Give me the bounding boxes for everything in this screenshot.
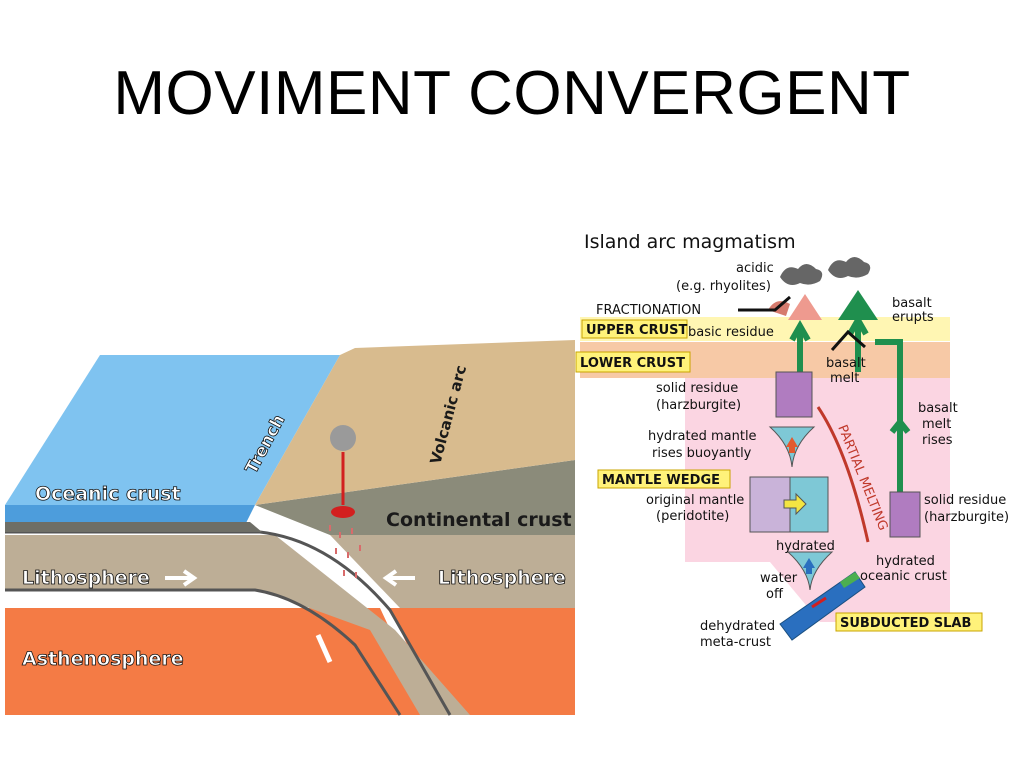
basic-residue-label: basic residue	[688, 325, 774, 340]
upper-crust-box	[581, 319, 688, 339]
basalt-volcano-icon	[838, 290, 878, 320]
hydrated-oceanic-label-1: hydrated	[876, 554, 935, 569]
mantle-wedge-box	[597, 469, 731, 489]
magma-chamber	[331, 506, 355, 518]
arrow-down-icon	[315, 633, 333, 664]
basalt-rises-label-1: basalt	[918, 401, 958, 416]
rhyolites-label: (e.g. rhyolites)	[676, 279, 771, 294]
lower-crust-box	[575, 351, 691, 373]
fractionation-label: FRACTIONATION	[596, 303, 701, 318]
lithosphere-left-label: Lithosphere	[22, 567, 150, 589]
basalt-rise-arrow-right	[875, 339, 911, 492]
partial-melting-curve	[816, 406, 870, 543]
orange-up-arrow-icon	[786, 437, 798, 453]
hydrated-label: hydrated	[776, 539, 835, 554]
solid-residue-right-box	[889, 491, 921, 538]
solid-residue-right-label-1: solid residue	[924, 493, 1006, 508]
diagram-title: Island arc magmatism	[584, 231, 796, 253]
continental-crust-label: Continental crust	[386, 509, 572, 531]
basalt-rise-arrow-left	[789, 319, 811, 372]
lithosphere-right-label: Lithosphere	[438, 567, 566, 589]
oceanic-crust-band	[5, 522, 262, 532]
volcano-ash-cloud	[330, 425, 356, 451]
basalt-erupts-label-1: basalt	[892, 296, 932, 311]
water-off-label-1: water	[760, 571, 798, 586]
basalt-rises-label-2: melt	[922, 417, 951, 432]
solid-residue-left-label-1: solid residue	[656, 381, 738, 396]
solid-residue-left-label-2: (harzburgite)	[656, 398, 741, 413]
basalt-erupts-label-2: erupts	[892, 310, 934, 325]
ash-cloud-right-icon	[828, 257, 871, 278]
basalt-melt-label-2: melt	[830, 371, 859, 386]
original-mantle-box-right	[789, 476, 829, 533]
lava-flow-icon	[768, 301, 790, 316]
asthenosphere-label: Asthenosphere	[22, 648, 184, 670]
water-off-label-2: off	[766, 587, 784, 602]
subducted-slab-band	[779, 571, 866, 641]
arrow-left-icon	[382, 569, 415, 587]
solid-residue-right-label-2: (harzburgite)	[924, 510, 1009, 525]
oceanic-crust-label: Oceanic crust	[35, 483, 181, 505]
slab-top-edge	[5, 530, 452, 716]
ash-cloud-left-icon	[780, 264, 823, 285]
magma-droplets	[329, 525, 361, 578]
hydrated-mantle-label-2: rises buoyantly	[652, 446, 752, 461]
melt-arrow-icon	[830, 329, 866, 351]
slide-title: MOVIMENT CONVERGENT	[113, 59, 911, 128]
acidic-volcano-icon	[788, 294, 822, 320]
hydrated-mantle-label-1: hydrated mantle	[648, 429, 757, 444]
basalt-rise-arrow-center	[847, 313, 869, 372]
original-mantle-box-left	[749, 476, 791, 533]
continent-top	[255, 340, 575, 505]
upper-crust-label: UPPER CRUST	[586, 323, 687, 338]
slab-top-green	[840, 572, 860, 588]
basalt-melt-label-1: basalt	[826, 356, 866, 371]
hydrated-oceanic-label-2: oceanic crust	[860, 569, 947, 584]
subducted-slab-box	[835, 612, 983, 632]
acidic-label: acidic	[736, 261, 774, 276]
yellow-arrow-icon	[783, 492, 807, 516]
lithosphere-layer-left	[5, 535, 470, 715]
subducted-slab-label: SUBDUCTED SLAB	[840, 616, 971, 631]
mantle-wedge-label: MANTLE WEDGE	[602, 473, 720, 488]
arrow-right-icon	[165, 569, 198, 587]
slab-bottom-edge	[5, 588, 402, 716]
ocean-top	[5, 355, 340, 505]
blue-up-arrow-icon	[803, 558, 815, 574]
original-mantle-label-2: (peridotite)	[656, 509, 729, 524]
basalt-rises-label-3: rises	[922, 433, 953, 448]
dehydrated-label-1: dehydrated	[700, 619, 775, 634]
fractionation-arrow-icon	[738, 295, 791, 312]
island-arc-magmatism-diagram: Island arc magmatism acidic (e.g. rhyoli…	[575, 231, 1009, 650]
original-mantle-label-1: original mantle	[646, 493, 744, 508]
lower-crust-label: LOWER CRUST	[580, 356, 685, 371]
dehydrated-label-2: meta-crust	[700, 635, 771, 650]
lithosphere-layer-right	[330, 535, 575, 608]
subduction-block-diagram: Trench Volcanic arc Oceanic crust Contin…	[5, 340, 575, 716]
ocean-front	[5, 505, 255, 525]
solid-residue-left-box	[775, 371, 813, 418]
asthenosphere-layer	[5, 608, 430, 715]
slab-red-arrow-icon	[811, 596, 827, 609]
